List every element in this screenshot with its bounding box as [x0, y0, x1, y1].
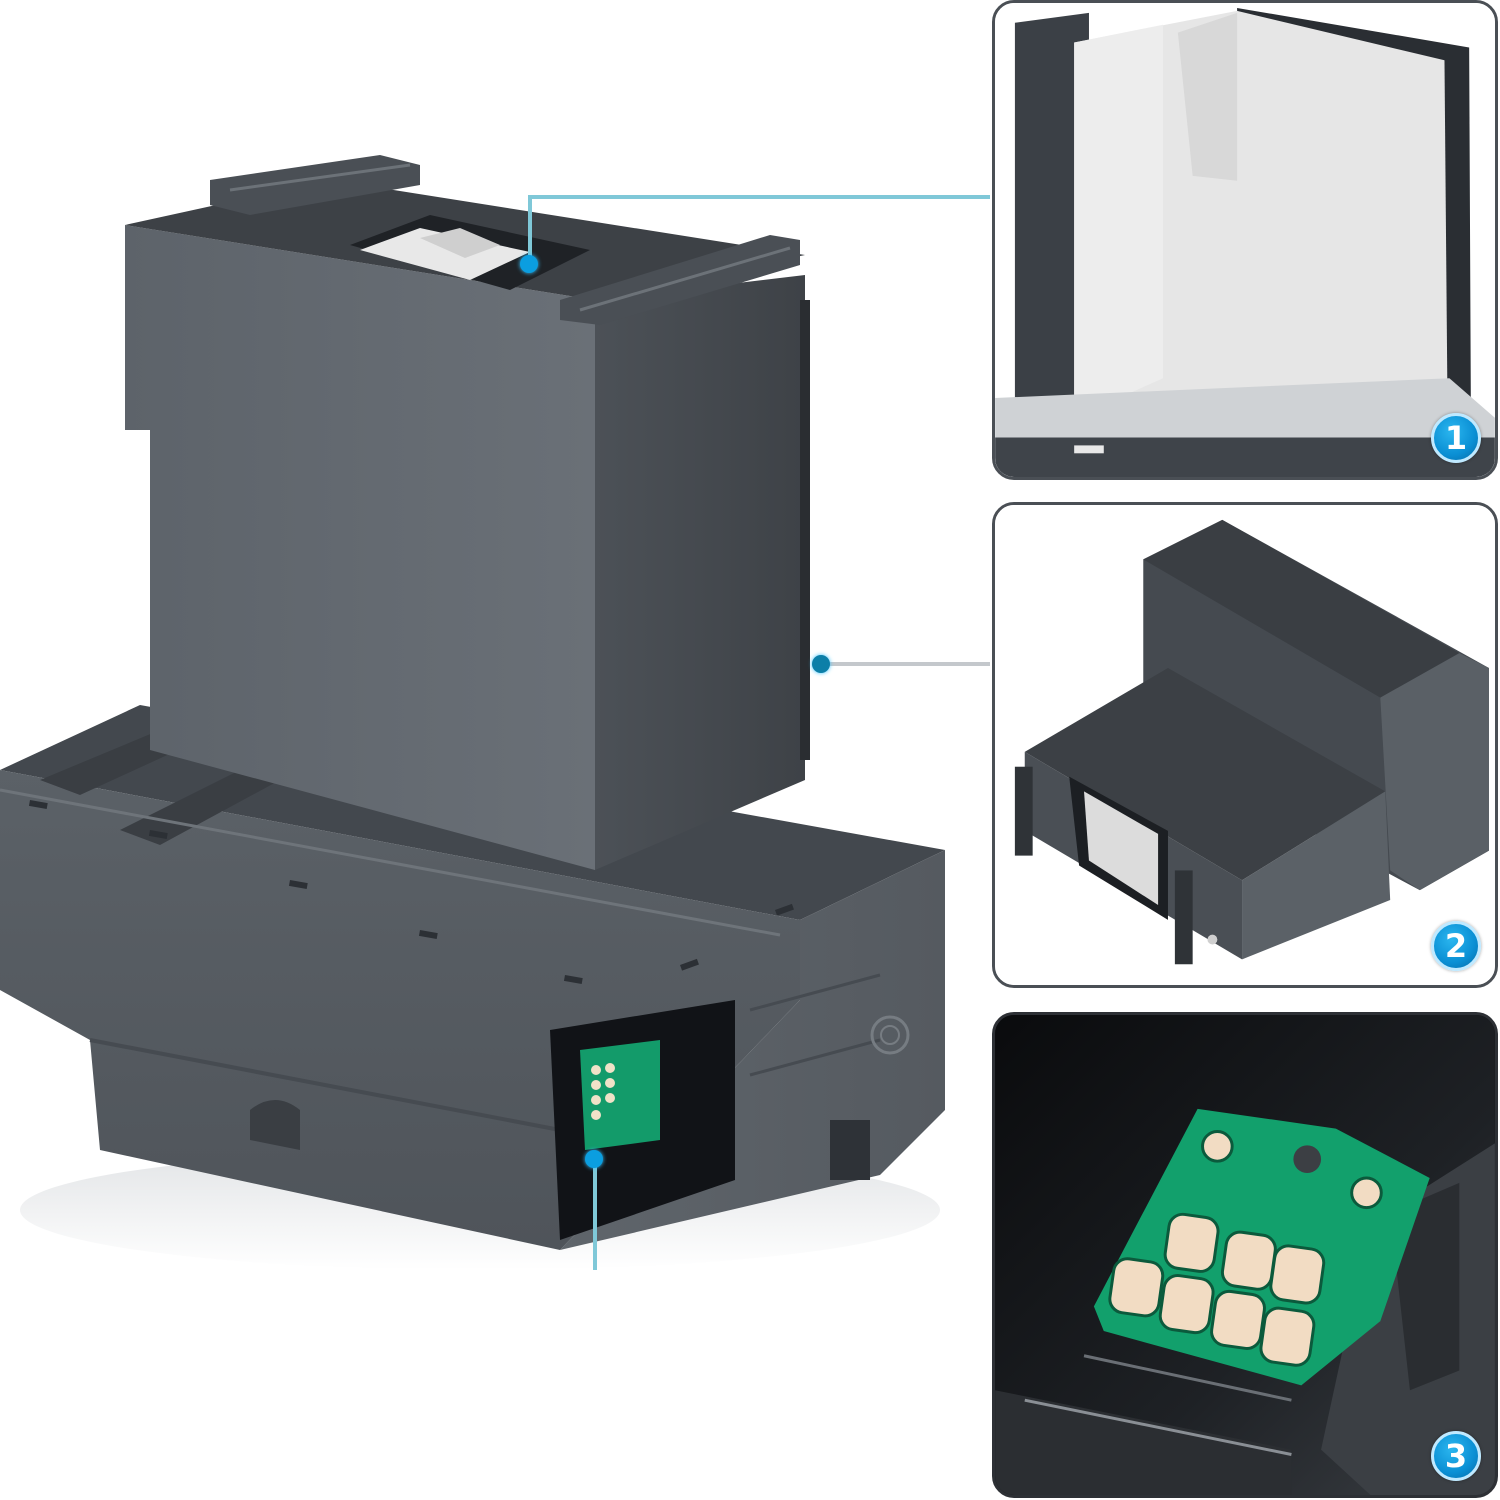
callout-badge-3: 3	[1431, 1431, 1481, 1481]
connector-dot-3	[585, 1150, 603, 1168]
connector-line-3	[593, 1160, 597, 1270]
callout-panel-3: 3	[992, 1012, 1498, 1498]
chip-closeup-photo	[995, 1015, 1495, 1495]
connector-line-1-horizontal	[528, 195, 990, 199]
connector-dot-1	[520, 255, 538, 273]
callout-badge-2: 2	[1431, 921, 1481, 971]
connector-line-2	[820, 662, 990, 666]
connector-line-1-vertical	[528, 195, 532, 265]
callout-badge-1: 1	[1431, 413, 1481, 463]
callout-panel-2: 2	[992, 502, 1498, 988]
sponge-interior-photo	[995, 3, 1495, 477]
connector-dot-2	[812, 655, 830, 673]
callout-panel-1: 1	[992, 0, 1498, 480]
bottom-view-photo	[995, 505, 1495, 985]
